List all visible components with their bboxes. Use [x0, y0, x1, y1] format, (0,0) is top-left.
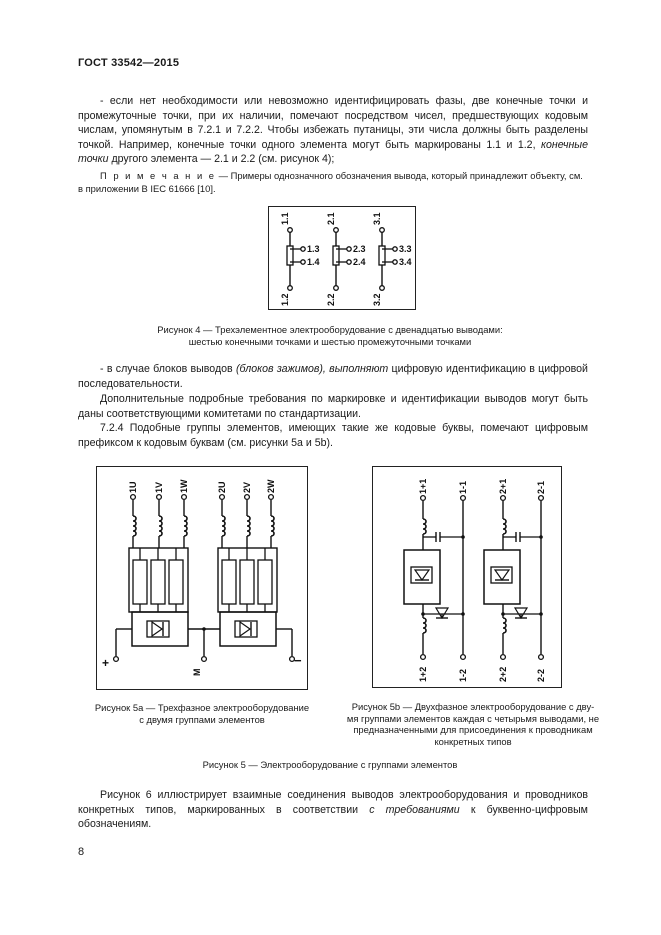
fig5b-label-2m2: 2-2: [536, 669, 546, 682]
figure-5b-diagram: 1+1 1-1 2+1 2-1 1+2 1-2 2+2 2-2: [372, 466, 562, 688]
fig5b-label-1p2: 1+2: [418, 667, 428, 682]
paragraph-phase-identification: - если нет необходимости или невозможно …: [78, 95, 588, 166]
note-block: П р и м е ч а н и е — Примеры однозначно…: [78, 170, 588, 195]
fig5b-label-2p1: 2+1: [498, 479, 508, 494]
fig5a-label-2u: 2U: [217, 481, 227, 493]
fig5a-label-2w: 2W: [266, 479, 276, 493]
fig5a-label-1v: 1V: [154, 482, 164, 493]
fig4-label-1-1: 1.1: [280, 212, 290, 225]
fig5a-group-1-windings: [128, 493, 189, 613]
document-header: ГОСТ 33542—2015: [78, 57, 180, 69]
fig5a-minus-label: −: [294, 653, 302, 668]
paragraph-terminal-blocks: - в случае блоков выводов (блоков зажимо…: [78, 363, 588, 390]
figure-5b-caption: Рисунок 5b — Двухфазное электрооборудова…: [346, 701, 600, 747]
fig4-label-3-4: 3.4: [399, 257, 412, 267]
fig5a-rectifier-1: [131, 611, 189, 647]
fig4-label-1-3: 1.3: [307, 244, 320, 254]
page-number: 8: [78, 846, 85, 858]
fig4-label-1-4: 1.4: [307, 257, 320, 267]
fig5b-group-1: [403, 494, 467, 661]
figure-5a-caption: Рисунок 5a — Трехфазное электрооборудова…: [94, 702, 310, 725]
fig5a-group-2-windings: [217, 493, 278, 613]
fig5b-label-2m1: 2-1: [536, 481, 546, 494]
paragraph-figure-6-reference: Рисунок 6 иллюстрирует взаимные соединен…: [78, 789, 588, 831]
fig4-element-3: [378, 227, 398, 291]
note-label: П р и м е ч а н и е: [100, 170, 217, 181]
fig4-label-3-1: 3.1: [372, 212, 382, 225]
fig4-label-3-3: 3.3: [399, 244, 412, 254]
fig5a-label-1u: 1U: [128, 481, 138, 493]
fig4-label-1-2: 1.2: [280, 293, 290, 306]
fig4-element-2: [332, 227, 352, 291]
fig4-label-2-1: 2.1: [326, 212, 336, 225]
fig5a-dc-wiring: [112, 627, 296, 663]
fig5b-label-1m1: 1-1: [458, 481, 468, 494]
fig5b-group-2: [483, 494, 545, 661]
fig5a-label-1w: 1W: [179, 479, 189, 493]
fig5a-rectifier-2: [219, 611, 277, 647]
paragraph-additional-requirements: Дополнительные подробные требования по м…: [78, 393, 588, 420]
figure-4-caption: Рисунок 4 — Трехэлементное электрооборуд…: [157, 324, 503, 347]
fig4-label-2-3: 2.3: [353, 244, 366, 254]
fig5b-label-2p2: 2+2: [498, 667, 508, 682]
figure-5a-diagram: + M − 1U 1V 1W 2U 2V 2W: [96, 466, 308, 690]
fig4-element-1: [286, 227, 306, 291]
fig5b-label-1m2: 1-2: [458, 669, 468, 682]
paragraph-7-2-4: 7.2.4 Подобные группы элементов, имеющих…: [78, 422, 588, 449]
fig5a-label-2v: 2V: [242, 482, 252, 493]
figure-4-diagram: 1.1 1.2 2.1 2.2 3.1 3.2 1.3 1.4 2.3 2.4 …: [268, 206, 416, 310]
fig4-label-3-2: 3.2: [372, 293, 382, 306]
fig5a-plus-label: +: [102, 656, 109, 670]
note-text: — Примеры однозначного обозначения вывод…: [78, 170, 583, 194]
fig4-label-2-2: 2.2: [326, 293, 336, 306]
fig5a-m-label: M: [192, 669, 202, 677]
fig5b-label-1p1: 1+1: [418, 479, 428, 494]
fig4-label-2-4: 2.4: [353, 257, 366, 267]
figure-5-caption: Рисунок 5 — Электрооборудование с группа…: [202, 759, 458, 770]
